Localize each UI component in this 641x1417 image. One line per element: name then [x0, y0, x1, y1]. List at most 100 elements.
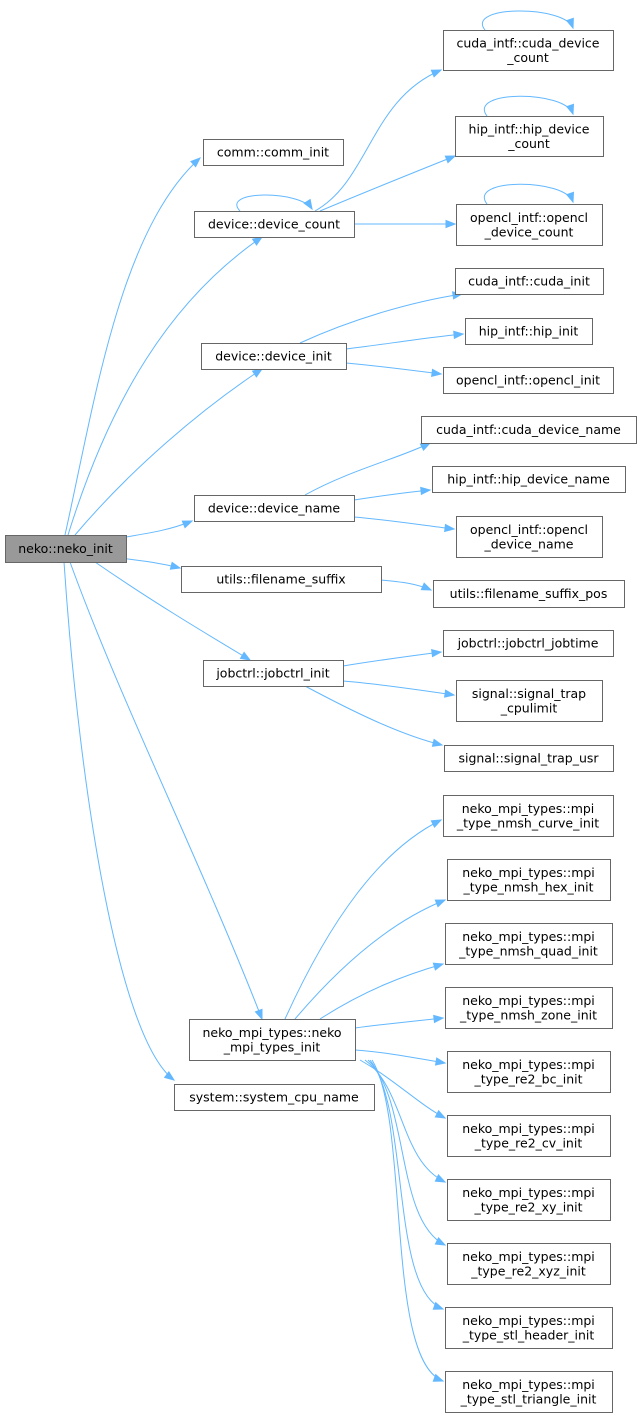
node-box[interactable]: [433, 580, 625, 608]
edge-line: [284, 819, 442, 1020]
node-cuda-device-name[interactable]: cuda_intf::cuda_device_name: [421, 416, 637, 444]
node-box[interactable]: [432, 466, 626, 493]
node-mpi-re2-xy[interactable]: neko_mpi_types::mpi_type_re2_xy_init: [447, 1179, 611, 1221]
node-mpi-stl-triangle[interactable]: neko_mpi_types::mpi_type_stl_triangle_in…: [445, 1371, 613, 1413]
node-device-init[interactable]: device::device_init: [201, 343, 347, 370]
edge-neko_mpi_types_init-to-mpi_stl_header: [369, 1059, 445, 1310]
node-box[interactable]: [443, 795, 614, 837]
node-mpi-re2-bc[interactable]: neko_mpi_types::mpi_type_re2_bc_init: [447, 1051, 611, 1093]
node-box[interactable]: [456, 680, 603, 722]
node-label: neko_mpi_types::mpi: [462, 1121, 595, 1136]
node-box[interactable]: [194, 211, 355, 238]
node-box[interactable]: [447, 859, 611, 901]
node-box[interactable]: [465, 318, 593, 345]
node-label: neko_mpi_types::mpi: [462, 1185, 595, 1200]
node-mpi-re2-xyz[interactable]: neko_mpi_types::mpi_type_re2_xyz_init: [447, 1243, 611, 1285]
arrowhead-icon: [565, 17, 574, 30]
node-box[interactable]: [181, 566, 382, 593]
node-cuda-device-count[interactable]: cuda_intf::cuda_device_count: [443, 30, 614, 71]
node-system-cpu-name[interactable]: system::system_cpu_name: [174, 1084, 375, 1111]
node-label: _type_re2_xyz_init: [470, 1263, 586, 1278]
node-filename-suffix-pos[interactable]: utils::filename_suffix_pos: [433, 580, 625, 608]
node-label: utils::filename_suffix_pos: [450, 586, 608, 601]
node-mpi-nmsh-curve[interactable]: neko_mpi_types::mpi_type_nmsh_curve_init: [443, 795, 614, 837]
edge-line: [304, 685, 443, 746]
edge-neko_init-to-device_name: [119, 520, 194, 539]
node-box[interactable]: [447, 1115, 611, 1157]
node-box[interactable]: [443, 630, 614, 657]
node-comm-init[interactable]: comm::comm_init: [203, 139, 344, 166]
node-box[interactable]: [174, 1084, 375, 1111]
node-box[interactable]: [447, 1051, 611, 1093]
node-filename-suffix[interactable]: utils::filename_suffix: [181, 566, 382, 593]
node-box[interactable]: [447, 1243, 611, 1285]
arrowhead-icon: [251, 368, 264, 378]
node-hip-init[interactable]: hip_intf::hip_init: [465, 318, 593, 345]
arrowhead-icon: [444, 155, 457, 164]
node-mpi-stl-header[interactable]: neko_mpi_types::mpi_type_stl_header_init: [445, 1307, 613, 1349]
node-box[interactable]: [445, 923, 613, 965]
node-cuda-init[interactable]: cuda_intf::cuda_init: [455, 268, 604, 295]
node-box[interactable]: [456, 204, 603, 246]
node-box[interactable]: [443, 367, 614, 394]
arrowhead-icon: [444, 523, 456, 533]
node-jobctrl-jobtime[interactable]: jobctrl::jobctrl_jobtime: [443, 630, 614, 657]
node-box[interactable]: [201, 343, 347, 370]
edge-line: [342, 651, 442, 667]
node-opencl-device-count[interactable]: opencl_intf::opencl_device_count: [456, 204, 603, 246]
edge-line: [67, 236, 263, 536]
node-label: _type_nmsh_quad_init: [458, 943, 598, 958]
node-label: hip_intf::hip_device_name: [447, 472, 610, 487]
arrowhead-icon: [432, 1301, 445, 1310]
edge-device_count-to-opencl_device_count: [354, 219, 457, 229]
node-box[interactable]: [421, 416, 637, 444]
node-box[interactable]: [189, 1019, 356, 1061]
node-box[interactable]: [445, 1371, 613, 1413]
edge-neko_init-to-system_cpu_name: [63, 561, 176, 1081]
node-box[interactable]: [443, 30, 614, 71]
node-label: device::device_count: [208, 217, 340, 232]
node-opencl-device-name[interactable]: opencl_intf::opencl_device_name: [456, 516, 603, 558]
edge-neko_init-to-comm_init: [64, 157, 202, 536]
edge-neko_mpi_types_init-to-mpi_re2_cv: [359, 1059, 447, 1119]
node-label: hip_intf::hip_device: [469, 121, 590, 136]
arrowhead-icon: [433, 1014, 445, 1024]
edge-device_init-to-hip_init: [345, 330, 465, 350]
node-device-name[interactable]: device::device_name: [194, 495, 355, 522]
node-hip-device-name[interactable]: hip_intf::hip_device_name: [432, 466, 626, 493]
node-signal-trap-usr[interactable]: signal::signal_trap_usr: [444, 745, 614, 772]
node-box[interactable]: [194, 495, 355, 522]
node-jobctrl-init[interactable]: jobctrl::jobctrl_init: [203, 660, 344, 687]
node-signal-trap-cpulimit[interactable]: signal::signal_trap_cpulimit: [456, 680, 603, 722]
node-label: signal::signal_trap_usr: [458, 751, 599, 766]
node-device-count[interactable]: device::device_count: [194, 211, 355, 238]
node-neko-mpi-types-init[interactable]: neko_mpi_types::neko_mpi_types_init: [189, 1019, 356, 1061]
node-neko-init[interactable]: neko::neko_init: [5, 535, 127, 563]
node-mpi-nmsh-quad[interactable]: neko_mpi_types::mpi_type_nmsh_quad_init: [445, 923, 613, 965]
node-box[interactable]: [444, 745, 614, 772]
node-box[interactable]: [203, 139, 344, 166]
node-label: cuda_intf::cuda_device: [456, 35, 599, 50]
node-mpi-nmsh-zone[interactable]: neko_mpi_types::mpi_type_nmsh_zone_init: [445, 987, 613, 1029]
edge-line: [304, 442, 431, 496]
edge-neko_init-to-filename_suffix: [119, 557, 182, 570]
edge-line: [314, 69, 442, 212]
edge-device_count-to-cuda_device_count: [314, 69, 443, 212]
node-hip-device-count[interactable]: hip_intf::hip_device_count: [455, 116, 604, 157]
node-box[interactable]: [203, 660, 344, 687]
node-mpi-re2-cv[interactable]: neko_mpi_types::mpi_type_re2_cv_init: [447, 1115, 611, 1157]
node-opencl-init[interactable]: opencl_intf::opencl_init: [443, 367, 614, 394]
edge-filename_suffix-to-filename_suffix_pos: [380, 579, 433, 591]
node-box[interactable]: [445, 987, 613, 1029]
node-box[interactable]: [445, 1307, 613, 1349]
edge-device_init-to-opencl_init: [345, 362, 443, 377]
node-box[interactable]: [456, 516, 603, 558]
node-layer: neko::neko_init comm::comm_initdevice::de…: [5, 30, 637, 1413]
node-box[interactable]: [5, 535, 127, 563]
node-box[interactable]: [455, 268, 604, 295]
node-mpi-nmsh-hex[interactable]: neko_mpi_types::mpi_type_nmsh_hex_init: [447, 859, 611, 901]
node-box[interactable]: [455, 116, 604, 157]
node-label: hip_intf::hip_init: [479, 324, 579, 339]
node-label: neko_mpi_types::mpi: [462, 1057, 595, 1072]
node-box[interactable]: [447, 1179, 611, 1221]
